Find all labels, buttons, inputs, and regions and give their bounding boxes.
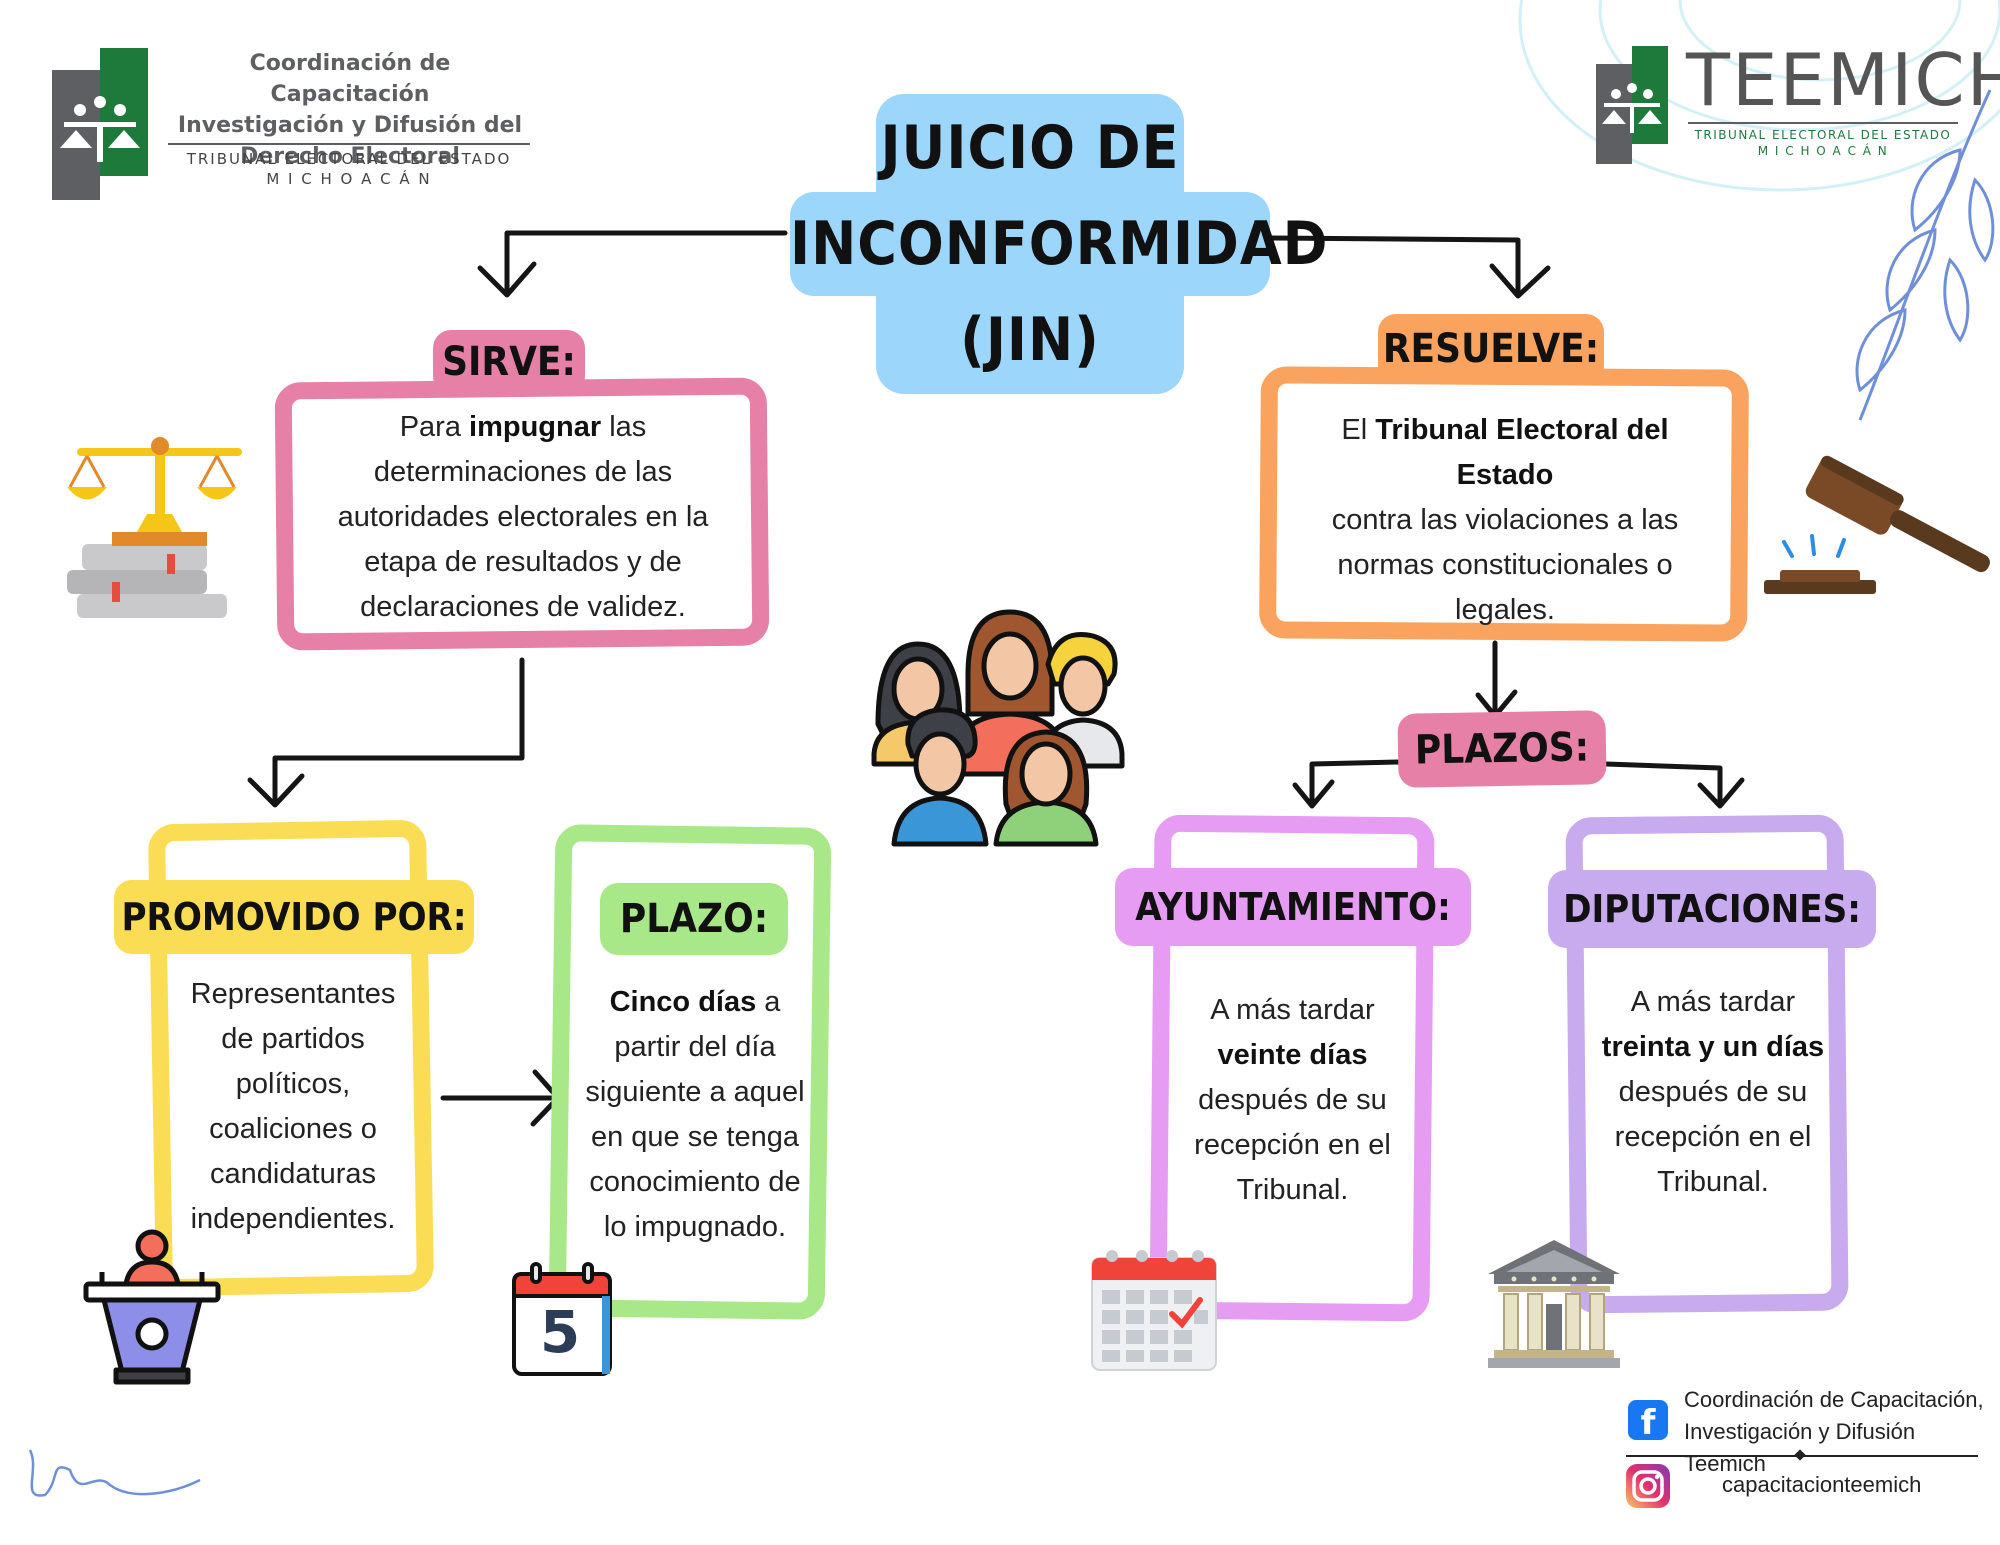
diputaciones-line-3: después de su — [1618, 1076, 1808, 1108]
teemich-logo-icon — [1596, 46, 1668, 164]
facebook-icon[interactable]: f — [1628, 1400, 1668, 1443]
header-left-title-line-1: Coordinación de Capacitación — [249, 51, 451, 107]
header-right-logo — [1596, 46, 1676, 166]
diputaciones-line-2: treinta y un días — [1601, 1031, 1825, 1063]
podium-icon — [83, 1229, 221, 1385]
ayuntamiento-label: AYUNTAMIENTO: — [1115, 868, 1471, 946]
resuelve-line-4: legales. — [1455, 594, 1555, 626]
calendar-grid-icon — [1091, 1250, 1217, 1371]
title-line-1: JUICIO DE — [880, 113, 1180, 183]
diputaciones-label: DIPUTACIONES: — [1548, 870, 1876, 948]
diputaciones-text: A más tardar treinta y un días después d… — [1588, 980, 1838, 1205]
plazo-line-5: conocimiento de — [589, 1166, 801, 1198]
plazo-line-3: siguiente a aquel — [585, 1076, 805, 1108]
sirve-line-2: determinaciones de las — [373, 456, 673, 488]
ayuntamiento-line-3: después de su — [1198, 1084, 1387, 1116]
header-right-brand: TEEMICH — [1686, 38, 2000, 122]
header-left-title: Coordinación de Capacitación Investigaci… — [170, 48, 530, 172]
plazo-line-2: partir del día — [614, 1031, 776, 1063]
resuelve-label: RESUELVE: — [1378, 314, 1604, 384]
sirve-label: SIRVE: — [433, 330, 585, 394]
plazo-line-4: en que se tenga — [590, 1121, 799, 1153]
plazo-label: PLAZO: — [600, 883, 788, 955]
promovido-line-6: independientes. — [190, 1203, 396, 1235]
header-right-divider — [1688, 122, 1958, 124]
gavel-icon — [1764, 455, 1990, 594]
title-line-3: (JIN) — [960, 305, 1100, 375]
plazos-label: PLAZOS: — [1397, 710, 1607, 788]
header-left-divider — [168, 143, 530, 145]
diputaciones-line-4: recepción en el — [1614, 1121, 1812, 1153]
instagram-handle[interactable]: capacitacionteemich — [1722, 1472, 1922, 1497]
header-left-title-line-2: Investigación y Difusión del — [177, 113, 523, 138]
promovido-line-3: políticos, — [235, 1068, 351, 1100]
instagram-icon[interactable] — [1626, 1464, 1670, 1508]
sirve-line-3: autoridades electorales en la — [337, 501, 709, 533]
facebook-line-1: Coordinación de Capacitación, — [1684, 1387, 1984, 1412]
header-right-subtitle: TRIBUNAL ELECTORAL DEL ESTADO — [1694, 128, 1952, 142]
plazo-line-1: Cinco días a — [609, 986, 781, 1018]
ayuntamiento-line-1: A más tardar — [1210, 994, 1375, 1026]
ayuntamiento-text: A más tardar veinte días después de su r… — [1165, 988, 1420, 1213]
header-left-logo — [52, 48, 172, 200]
plazo-line-6: lo impugnado. — [603, 1211, 787, 1243]
title-line-2: INCONFORMIDAD — [790, 209, 1329, 279]
diagram-title: JUICIO DE INCONFORMIDAD (JIN) — [790, 100, 1329, 388]
people-group-icon — [871, 609, 1125, 847]
header-right-subtitle-2: M I C H O A C Á N — [1757, 144, 1889, 158]
ayuntamiento-line-4: recepción en el — [1194, 1129, 1391, 1161]
promovido-line-1: Representantes — [190, 978, 396, 1010]
diputaciones-line-1: A más tardar — [1630, 986, 1796, 1018]
ayuntamiento-line-2: veinte días — [1217, 1039, 1368, 1071]
facebook-page-name[interactable]: Coordinación de Capacitación, Investigac… — [1684, 1384, 2000, 1480]
calendar-number: 5 — [539, 1298, 581, 1366]
ayuntamiento-line-5: Tribunal. — [1236, 1174, 1349, 1206]
tribunal-logo-icon — [52, 48, 148, 200]
calendar-five-icon — [512, 1262, 612, 1376]
sirve-line-5: declaraciones de validez. — [360, 591, 686, 623]
resuelve-line-2: contra las violaciones a las — [1331, 504, 1679, 536]
resuelve-line-1: El Tribunal Electoral del Estado — [1341, 414, 1669, 491]
header-left-title-line-3: Derecho Electoral — [240, 144, 460, 169]
plazo-text: Cinco días a partir del día siguiente a … — [565, 980, 825, 1250]
promovido-line-2: de partidos — [221, 1023, 365, 1055]
promovido-text: Representantes de partidos políticos, co… — [168, 972, 418, 1242]
resuelve-text: El Tribunal Electoral del Estado contra … — [1290, 408, 1720, 633]
header-left-subtitle: TRIBUNAL ELECTORAL DEL ESTADO — [186, 150, 512, 168]
header-left-subtitle-2: M I C H O A C Á N — [266, 170, 432, 188]
promovido-line-4: coaliciones o — [209, 1113, 377, 1145]
resuelve-line-3: normas constitucionales o — [1337, 549, 1673, 581]
scales-of-justice-icon — [67, 437, 242, 618]
promovido-line-5: candidaturas — [209, 1158, 377, 1190]
sirve-text: Para impugnar las determinaciones de las… — [308, 405, 738, 630]
sirve-line-1: Para impugnar las — [399, 411, 647, 443]
promovido-label: PROMOVIDO POR: — [114, 880, 474, 954]
government-building-icon — [1488, 1240, 1620, 1368]
sirve-line-4: etapa de resultados y de — [364, 546, 682, 578]
diputaciones-line-5: Tribunal. — [1657, 1166, 1769, 1198]
